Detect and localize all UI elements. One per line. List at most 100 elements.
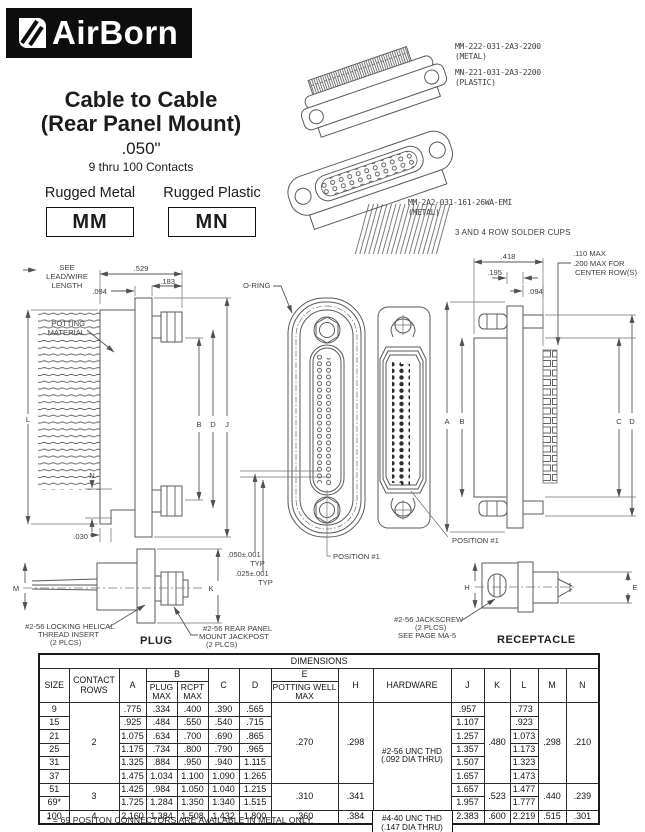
o-ring-label: O-RING	[243, 281, 271, 290]
cell-c: .390	[207, 702, 240, 717]
dim-050-label: .050±.001	[227, 550, 261, 559]
receptacle-profile-geometry	[475, 561, 575, 613]
dim-c-label: C	[616, 417, 622, 426]
contact-range: 9 thru 100 Contacts	[88, 160, 194, 175]
cell-c: .540	[207, 715, 240, 731]
cell-contact-rows: 2	[68, 702, 120, 784]
dim-025-label: .025±.001	[235, 569, 269, 578]
plug-profile-view: M K #2-56 LOCKING HELICAL THREAD INSERT …	[13, 548, 272, 649]
note-110-label: .110 MAX	[573, 249, 606, 258]
potting-label-1: POTTING	[51, 319, 85, 328]
cell-k: .480	[483, 702, 511, 784]
receptacle-side-geometry	[473, 305, 558, 529]
cell-j: 1.957	[450, 796, 485, 811]
iso-plug	[300, 46, 448, 138]
hardware-large-box: #4-40 UNC THD (.147 DIA THRU)	[371, 809, 453, 832]
cell-b-rcpt: .550	[176, 715, 209, 731]
thread-insert-note-2: THREAD INSERT	[38, 630, 99, 639]
plug-face-annotations: O-RING .050±.001 TYP .025±.001 TYP POSIT…	[227, 281, 380, 587]
cell-a: 1.075	[118, 729, 147, 744]
cell-m: .440	[537, 782, 567, 811]
dim-e-label: E	[632, 583, 637, 592]
lead-wire-note-1: SEE	[59, 263, 74, 272]
page-title-line2: (Rear Panel Mount)	[40, 110, 242, 136]
cell-b-plug: 1.034	[145, 769, 178, 784]
cell-m: .515	[537, 809, 567, 825]
col-header-contact-rows: CONTACT ROWS	[68, 667, 120, 704]
cell-d: .715	[238, 715, 272, 731]
rugged-plastic-label: Rugged Plastic	[163, 185, 261, 201]
airborn-logo-icon	[19, 18, 46, 48]
cell-a: .775	[118, 702, 147, 717]
cell-b-rcpt: .400	[176, 702, 209, 717]
jackpost-note-2: MOUNT JACKPOST	[199, 632, 269, 641]
pitch-spec: .050"	[121, 139, 161, 159]
hardware-small-line2: (.092 DIA THRU)	[381, 755, 443, 765]
dim-d-label: D	[210, 420, 216, 429]
cell-d: 1.515	[238, 796, 272, 811]
thread-insert-note-1: #2-56 LOCKING HELICAL	[25, 622, 114, 631]
dim-529-label: .529	[134, 264, 149, 273]
hardware-large-line2: (.147 DIA THRU)	[381, 823, 443, 832]
plug-view-label: PLUG	[140, 635, 173, 647]
jackpost-note-1: #2-56 REAR PANEL	[203, 624, 272, 633]
col-header-m: M	[537, 667, 567, 704]
rugged-metal-label: Rugged Metal	[44, 185, 136, 201]
lead-wire-note-2: LEAD/WIRE	[46, 272, 88, 281]
hardware-large-line1: #4-40 UNC THD	[382, 813, 442, 823]
col-header-hardware: HARDWARE	[372, 667, 452, 704]
cell-size: 51	[38, 782, 70, 798]
dim-183-label: .183	[160, 277, 175, 286]
cell-n: .239	[565, 782, 600, 811]
cell-a: .925	[118, 715, 147, 731]
cell-b-rcpt: 1.350	[176, 796, 209, 811]
dim-k-label: K	[208, 584, 213, 593]
col-header-a: A	[118, 667, 147, 704]
plug-side-view: .529 .183 .094 SEE LEAD/WIRE LENGTH POTT…	[23, 263, 231, 542]
col-header-e-sub: POTTING WELL MAX	[270, 681, 339, 704]
cell-k: .523	[483, 782, 511, 811]
cell-j: .957	[450, 702, 485, 717]
potting-label-2: MATERIAL	[48, 328, 85, 337]
jackpost-note-3: (2 PLCS)	[206, 640, 238, 649]
receptacle-view-label: RECEPTACLE	[497, 634, 576, 646]
cell-d: 1.115	[238, 755, 272, 771]
plastic-series-code: MN	[168, 207, 256, 237]
cell-l: 1.473	[509, 769, 539, 784]
plug-profile-geometry	[23, 548, 205, 624]
cell-n: .210	[565, 702, 600, 784]
col-header-d: D	[238, 667, 272, 704]
cell-c: 1.040	[207, 782, 240, 798]
cell-hardware-small: #2-56 UNC THD (.092 DIA THRU)	[372, 702, 452, 811]
col-header-l: L	[509, 667, 539, 704]
dim-j-label: J	[225, 420, 229, 429]
rcpt-position1-label: POSITION #1	[452, 536, 499, 545]
cell-size: 31	[38, 755, 70, 771]
part-number-metal-note: (METAL)	[455, 52, 487, 61]
cell-a: 2.160	[118, 809, 147, 825]
col-header-j: J	[450, 667, 485, 704]
metal-series-code: MM	[46, 207, 134, 237]
cell-d: 1.215	[238, 782, 272, 798]
col-header-b-rcpt: RCPT MAX	[176, 681, 209, 704]
cell-b-plug: .484	[145, 715, 178, 731]
cell-j: 1.357	[450, 742, 485, 757]
dim-094-label: .094	[92, 287, 107, 296]
title-block: Cable to Cable (Rear Panel Mount) .050" …	[16, 88, 266, 174]
cell-b-plug: .884	[145, 755, 178, 771]
cell-j: 1.507	[450, 755, 485, 771]
dim-418-label: .418	[501, 252, 516, 261]
table-title: DIMENSIONS	[38, 653, 600, 669]
cell-b-plug: .334	[145, 702, 178, 717]
receptacle-profile-annotations: H E #2-56 JACKSCREW (2 PLCS) SEE PAGE MA…	[394, 562, 638, 646]
dimensions-table: DIMENSIONS SIZE CONTACT ROWS A B C D E H…	[38, 653, 601, 832]
cell-b-rcpt: .950	[176, 755, 209, 771]
cell-size: 15	[38, 715, 70, 731]
dim-030-label: .030	[73, 532, 88, 541]
plug-face-view: O-RING .050±.001 TYP .025±.001 TYP POSIT…	[227, 281, 380, 587]
cell-size: 25	[38, 742, 70, 757]
cell-contact-rows: 3	[68, 782, 120, 811]
dim-a-label: A	[444, 417, 450, 426]
cell-k: .600	[483, 809, 511, 825]
jackscrew-note-1: #2-56 JACKSCREW	[394, 615, 464, 624]
